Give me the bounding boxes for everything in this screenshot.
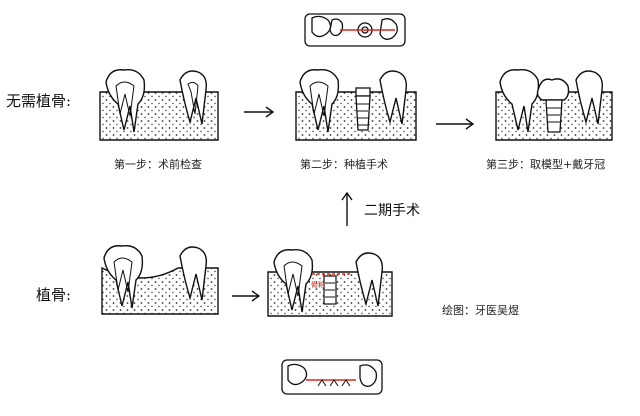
step1-illustration (99, 69, 219, 141)
step2-caption: 第二步：种植手术 (300, 158, 388, 171)
arrow-graft-right (232, 290, 261, 302)
arrow-step2-to-step3 (436, 118, 475, 130)
occlusal-view-top (304, 13, 406, 47)
bone-loss-illustration (101, 245, 219, 315)
step3-caption: 第三步：取模型+戴牙冠 (486, 158, 606, 171)
graft-mark-label: 骨粉 (311, 280, 325, 289)
second-stage-label: 二期手术 (364, 203, 420, 219)
graft-row-label: 植骨: (36, 286, 72, 304)
arrow-step1-to-step2 (244, 106, 275, 118)
step3-illustration (495, 69, 613, 141)
occlusal-view-bottom (281, 359, 383, 395)
graft-implant-illustration: 骨粉 (267, 249, 393, 317)
step2-illustration (295, 69, 417, 141)
credit-text: 绘图：牙医吴煜 (442, 304, 519, 317)
step1-caption: 第一步：术前检查 (114, 158, 202, 171)
no-graft-row-label: 无需植骨: (6, 92, 72, 110)
arrow-second-stage-up (341, 191, 353, 226)
